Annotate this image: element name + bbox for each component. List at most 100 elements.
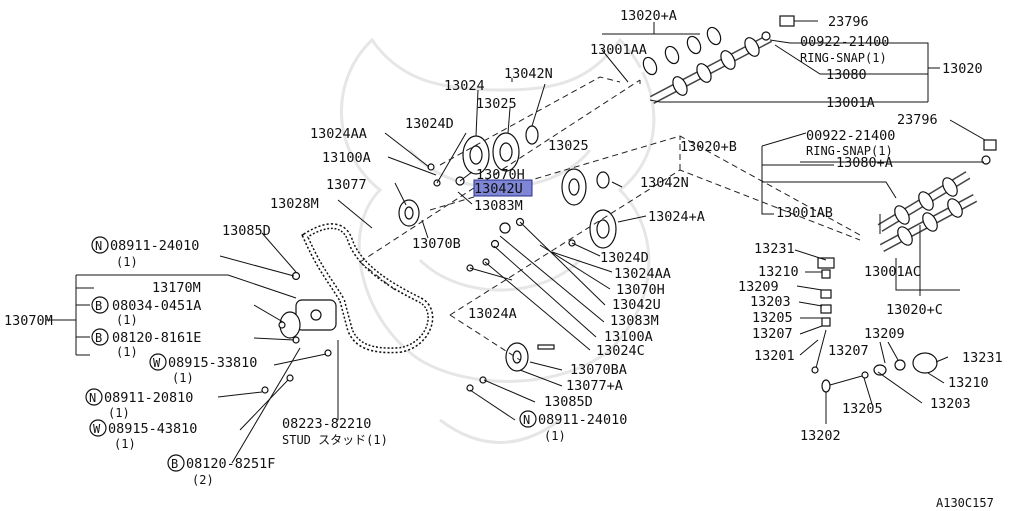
camshaft-upper-b [649, 34, 773, 104]
label-23796-upper: 23796 [828, 14, 869, 30]
label-qty-c: (1) [116, 345, 138, 359]
figure-code: A130C157 [936, 496, 994, 510]
badge-n-2: N [89, 391, 96, 405]
label-qty-a: (1) [116, 255, 138, 269]
seal-13042N-lower [596, 171, 610, 189]
label-13070H-upper: 13070H [476, 167, 525, 183]
label-13170M: 13170M [152, 280, 201, 296]
label-13024D-upper: 13024D [405, 116, 454, 132]
small-hardware [261, 163, 576, 394]
label-13042N-upper: 13042N [504, 66, 553, 82]
label-13024A-plus: 13024+A [648, 209, 705, 225]
label-13042U-highlight: 13042U [474, 181, 523, 197]
label-13100A-upper: 13100A [322, 150, 371, 166]
label-13080: 13080 [826, 67, 867, 83]
badge-n-3: N [523, 413, 530, 427]
label-13024: 13024 [444, 78, 485, 94]
label-13231-lower: 13231 [962, 350, 1003, 366]
label-13024AA-lower: 13024AA [614, 266, 671, 282]
leader-lines [46, 20, 986, 464]
label-13070M: 13070M [4, 313, 53, 329]
label-13042N-lower: 13042N [640, 175, 689, 191]
label-13001A: 13001A [826, 95, 875, 111]
label-08223-82210: 08223-82210 [282, 416, 371, 432]
label-13085D-lower: 13085D [544, 394, 593, 410]
label-13083M-upper: 13083M [474, 198, 523, 214]
label-13020C: 13020+C [886, 302, 943, 318]
label-13231-upper: 13231 [754, 241, 795, 257]
part-labels: 13020+A 23796 13001AA 00922-21400 RING-S… [4, 8, 1003, 510]
prefix-badges: N B B W N W N B [85, 236, 537, 472]
label-08915-33810: 08915-33810 [168, 355, 257, 371]
label-13042U-lower: 13042U [612, 297, 661, 313]
label-08911-24010-upper: 08911-24010 [110, 238, 199, 254]
label-13024A: 13024A [468, 306, 517, 322]
cam-pulley-13025 [492, 132, 520, 172]
label-13024C: 13024C [596, 343, 645, 359]
cam-pulley-13024A [589, 209, 617, 249]
label-13207-lower: 13207 [828, 343, 869, 359]
label-13205-upper: 13205 [752, 310, 793, 326]
label-qty-e: (1) [108, 406, 130, 420]
label-qty-2: (2) [192, 473, 214, 487]
cam-pulley-13025-lower [561, 168, 587, 206]
label-08120-8251F: 08120-8251F [186, 456, 275, 472]
label-08034: 08034-0451A [112, 298, 201, 314]
label-00922-upper: 00922-21400 [800, 34, 889, 50]
label-13205-lower: 13205 [842, 401, 883, 417]
label-13001AB: 13001AB [776, 205, 833, 221]
ring-snap-upper [761, 31, 771, 41]
highlight-13042U [473, 179, 533, 197]
label-qty-d: (1) [172, 371, 194, 385]
label-qty-b: (1) [116, 313, 138, 327]
ring-snap-lower [981, 155, 991, 165]
label-13070B: 13070B [412, 236, 461, 252]
label-13207-upper: 13207 [752, 326, 793, 342]
label-stud: STUD スタッド(1) [282, 433, 388, 447]
label-08911-24010-lower: 08911-24010 [538, 412, 627, 428]
badge-b-2: B [95, 331, 102, 345]
valve-assembly-vertical [811, 257, 835, 374]
label-13001AC: 13001AC [864, 264, 921, 280]
label-ringsnap-upper: RING-SNAP(1) [800, 51, 887, 65]
label-13100A-lower: 13100A [604, 329, 653, 345]
label-13024D-lower: 13024D [600, 250, 649, 266]
label-08120-8161E: 08120-8161E [112, 330, 201, 346]
label-13210-lower: 13210 [948, 375, 989, 391]
valve-assembly-horizontal [821, 352, 938, 393]
label-13024AA-upper: 13024AA [310, 126, 367, 142]
label-00922-lower: 00922-21400 [806, 128, 895, 144]
label-08911-20810: 08911-20810 [104, 390, 193, 406]
label-13083M-lower: 13083M [610, 313, 659, 329]
camshaft-lower-b [877, 171, 971, 232]
label-13025-lower: 13025 [548, 138, 589, 154]
label-13077A: 13077+A [566, 378, 623, 394]
label-13020B: 13020+B [680, 139, 737, 155]
label-ringsnap-lower: RING-SNAP(1) [806, 144, 893, 158]
label-13020A: 13020+A [620, 8, 677, 24]
label-08915-43810: 08915-43810 [108, 421, 197, 437]
label-13210-upper: 13210 [758, 264, 799, 280]
dashed-guides [359, 76, 861, 361]
label-qty-g: (1) [114, 437, 136, 451]
badge-b-1: B [95, 299, 102, 313]
plug-23796-upper [779, 15, 795, 27]
label-13020: 13020 [942, 61, 983, 77]
label-13085D-upper: 13085D [222, 223, 271, 239]
label-13070BA: 13070BA [570, 362, 627, 378]
stud-idler [537, 344, 555, 350]
badge-w-2: W [93, 422, 101, 436]
label-23796-lower: 23796 [897, 112, 938, 128]
camshaft-lower-c [879, 194, 978, 252]
label-13028M: 13028M [270, 196, 319, 212]
badge-w-1: W [153, 356, 161, 370]
tensioner-pulley-13070B [398, 199, 420, 227]
badge-n-1: N [95, 239, 102, 253]
plug-23796-lower [983, 139, 997, 151]
label-13001AA: 13001AA [590, 42, 647, 58]
label-13202: 13202 [800, 428, 841, 444]
label-13201: 13201 [754, 348, 795, 364]
label-13025-upper: 13025 [476, 96, 517, 112]
idler-pulley-13070BA [505, 342, 529, 372]
